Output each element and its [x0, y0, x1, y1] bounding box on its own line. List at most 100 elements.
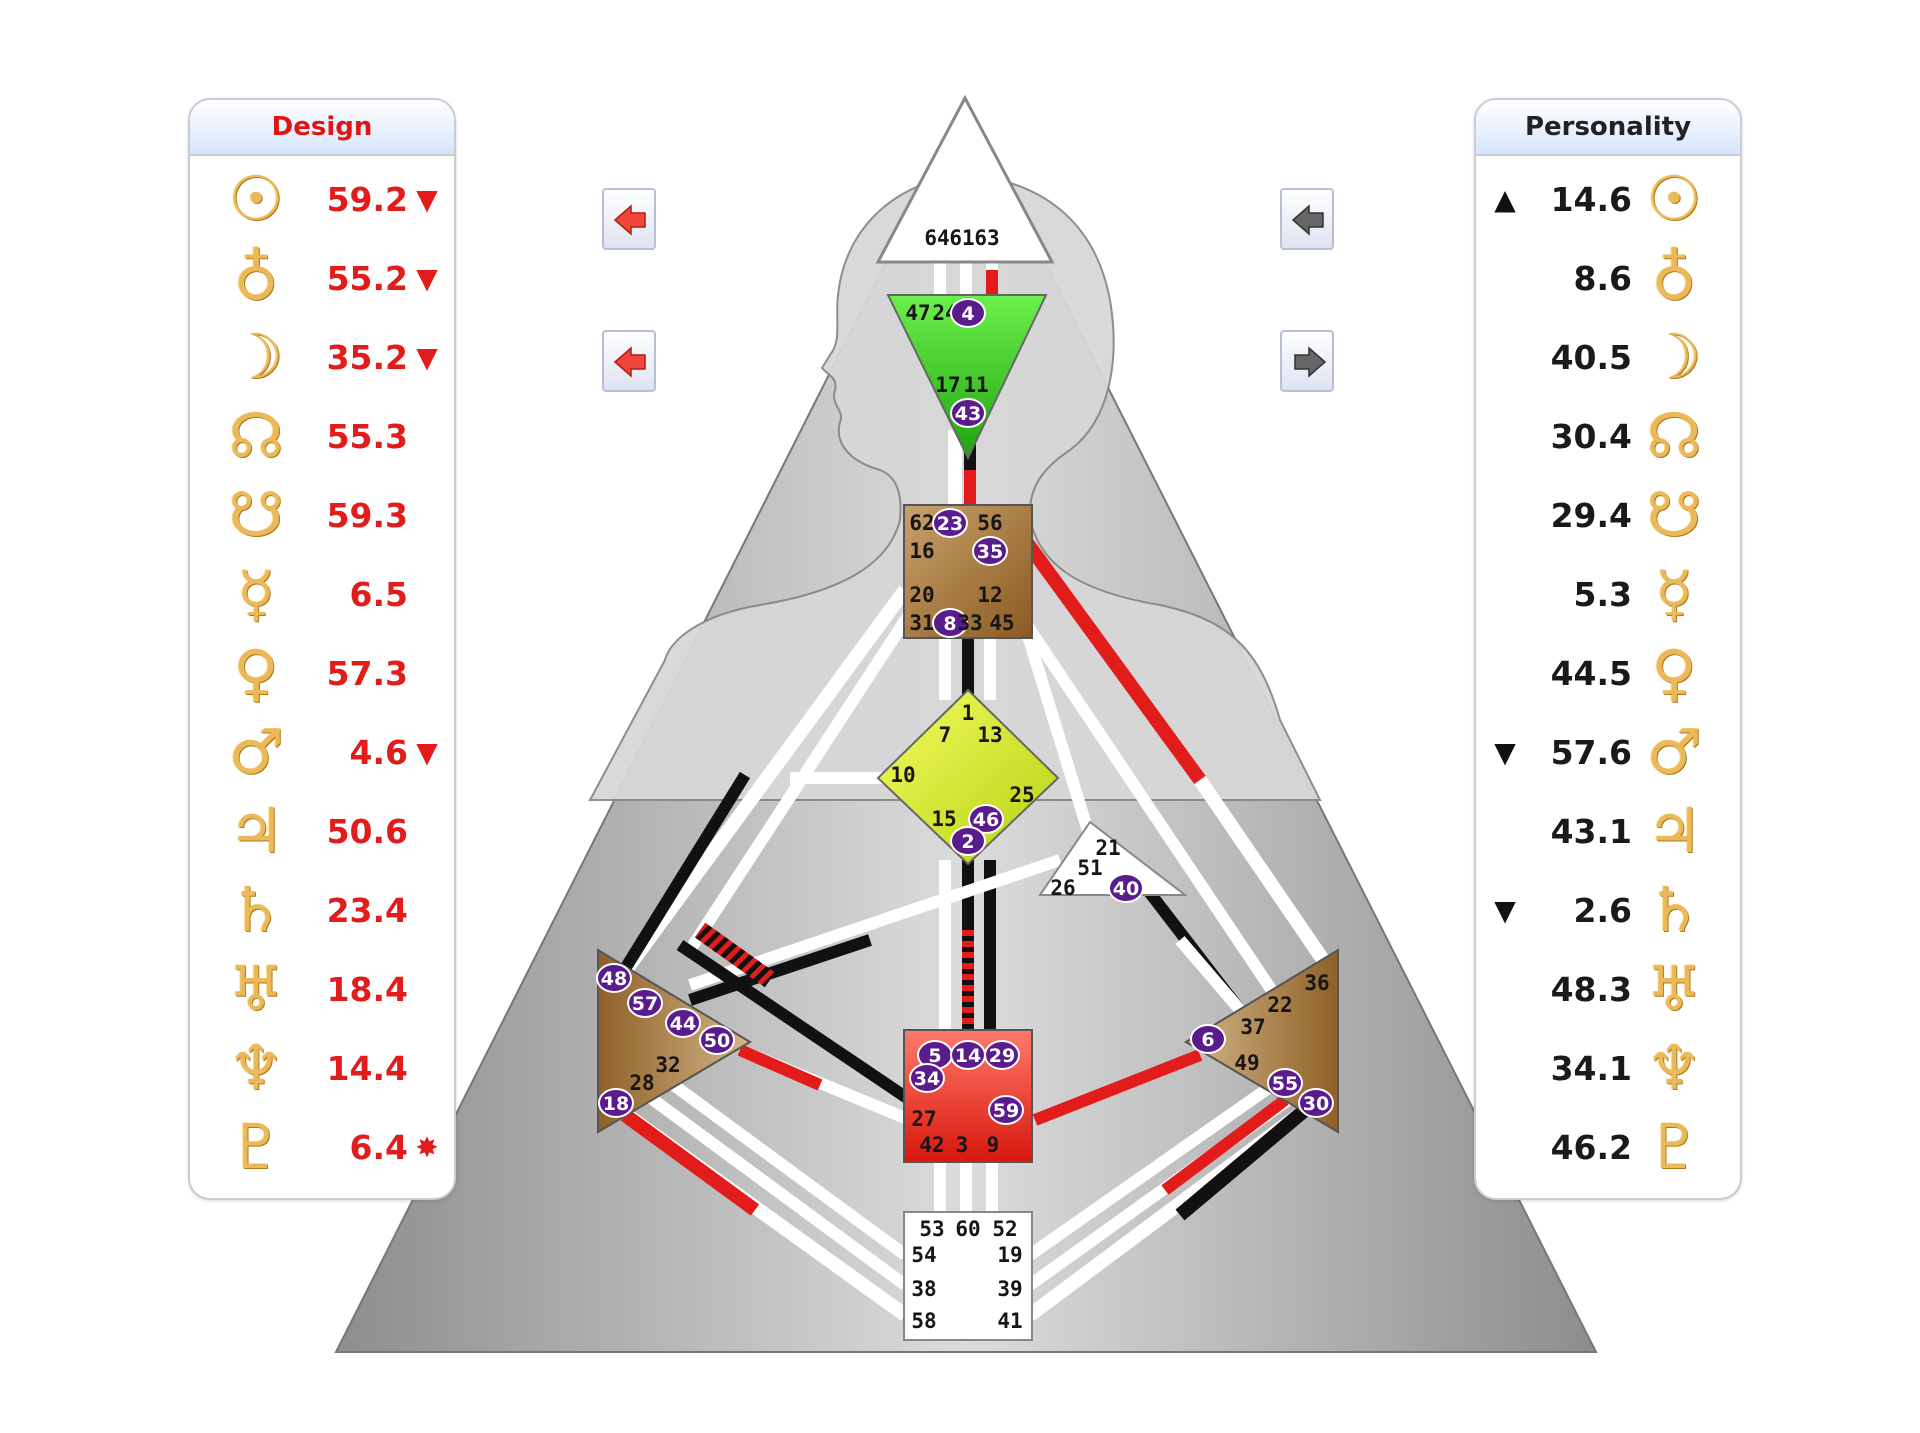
channels	[609, 250, 1336, 1321]
personality-panel: Personality ☉14.6▲♁8.6☽40.5☊30.4☋29.4☿5.…	[1474, 98, 1742, 1200]
gate-28: 28	[629, 1071, 654, 1095]
gate-6: 6	[1201, 1029, 1214, 1051]
gate-25: 25	[1009, 783, 1034, 807]
gate-64: 64	[924, 226, 949, 250]
activation-circle	[1190, 1024, 1226, 1054]
design-row-sun: ☉59.2▼	[190, 160, 454, 239]
activation-circle	[598, 1088, 634, 1118]
activation-circle	[909, 1063, 945, 1093]
design-row-north-node: ☊55.3	[190, 397, 454, 476]
gate-47: 47	[905, 301, 930, 325]
gate-53: 53	[919, 1217, 944, 1241]
personality-value: 30.4	[1550, 417, 1632, 456]
arrow-left-red-icon	[613, 204, 646, 236]
personality-row-uranus: ♅48.3	[1476, 950, 1740, 1029]
design-marker	[412, 1029, 442, 1108]
gate-22: 22	[1267, 993, 1292, 1017]
personality-prev-button[interactable]	[1280, 188, 1334, 250]
design-row-south-node: ☋59.3	[190, 476, 454, 555]
activation-circle	[972, 536, 1008, 566]
personality-value: 44.5	[1550, 654, 1632, 693]
activation-circle	[1298, 1088, 1334, 1118]
design-row-earth: ♁55.2▼	[190, 239, 454, 318]
neptune-icon: ♆	[228, 1031, 284, 1104]
personality-value: 8.6	[1573, 259, 1632, 298]
gate-40: 40	[1113, 878, 1139, 900]
design-value: 4.6	[349, 733, 408, 772]
design-marker	[412, 950, 442, 1029]
g-center	[876, 688, 1060, 866]
gate-34: 34	[914, 1068, 940, 1090]
personality-row-moon: ☽ 40.5	[1476, 318, 1740, 397]
uranus-icon: ♅	[228, 952, 284, 1025]
gate-32: 32	[655, 1053, 680, 1077]
personality-value: 57.6	[1550, 733, 1632, 772]
gate-58: 58	[911, 1309, 936, 1333]
design-marker	[412, 871, 442, 950]
neptune-icon: ♆	[1646, 1031, 1702, 1104]
gate-15: 15	[931, 807, 956, 831]
gate-29: 29	[989, 1045, 1015, 1067]
design-marker: ▼	[416, 341, 438, 374]
design-row-jupiter: ♃50.6	[190, 792, 454, 871]
design-prev-button[interactable]	[602, 188, 656, 250]
personality-row-south-node: ☋29.4	[1476, 476, 1740, 555]
earth-icon: ♁	[233, 241, 279, 314]
gate-57: 57	[632, 993, 658, 1015]
moon-icon: ☽	[1646, 320, 1702, 393]
mercury-icon: ☿	[1654, 557, 1694, 630]
design-marker	[412, 634, 442, 713]
gate-7: 7	[939, 723, 952, 747]
design-marker: ▼	[416, 183, 438, 216]
personality-value: 2.6	[1573, 891, 1632, 930]
activation-circle	[950, 298, 986, 328]
earth-icon: ♁	[1651, 241, 1697, 314]
gate-9: 9	[987, 1133, 1000, 1157]
pluto-icon: ♇	[1646, 1110, 1702, 1183]
personality-value: 34.1	[1550, 1049, 1632, 1088]
gate-4: 4	[961, 303, 974, 325]
personality-row-neptune: ♆ 34.1	[1476, 1029, 1740, 1108]
head-center	[875, 94, 1055, 264]
activation-circle	[665, 1008, 701, 1038]
gate-62: 62	[909, 511, 934, 535]
personality-marker	[1490, 792, 1520, 871]
gate-2: 2	[961, 831, 974, 853]
personality-row-earth: ♁ 8.6	[1476, 239, 1740, 318]
gate-36: 36	[1304, 971, 1329, 995]
personality-marker: ▼	[1494, 736, 1516, 769]
gate-54: 54	[911, 1243, 936, 1267]
mercury-icon: ☿	[236, 557, 276, 630]
personality-marker	[1490, 1108, 1520, 1187]
design-title: Design	[190, 100, 454, 156]
gate-56: 56	[977, 511, 1002, 535]
personality-row-north-node: ☊ 30.4	[1476, 397, 1740, 476]
design-row-mercury: ☿ 6.5	[190, 555, 454, 634]
activation-circle	[627, 988, 663, 1018]
gate-16: 16	[909, 539, 934, 563]
activation-circle	[1267, 1068, 1303, 1098]
personality-next-button[interactable]	[1280, 330, 1334, 392]
design-prev-button-2[interactable]	[602, 330, 656, 392]
personality-marker	[1490, 397, 1520, 476]
design-marker	[412, 397, 442, 476]
mars-icon: ♂	[228, 715, 284, 788]
jupiter-icon: ♃	[228, 794, 284, 867]
personality-value: 14.6	[1550, 180, 1632, 219]
design-value: 57.3	[326, 654, 408, 693]
design-value: 55.3	[326, 417, 408, 456]
personality-marker	[1490, 555, 1520, 634]
gate-19: 19	[997, 1243, 1022, 1267]
personality-row-venus: ♀44.5	[1476, 634, 1740, 713]
north-node-icon: ☊	[1646, 399, 1702, 472]
gate-26: 26	[1050, 876, 1075, 900]
personality-value: 43.1	[1550, 812, 1632, 851]
gate-42: 42	[919, 1133, 944, 1157]
activation-circle	[988, 1095, 1024, 1125]
gate-27: 27	[911, 1107, 936, 1131]
design-value: 6.5	[349, 575, 408, 614]
personality-value: 40.5	[1550, 338, 1632, 377]
gate-61: 61	[949, 226, 974, 250]
